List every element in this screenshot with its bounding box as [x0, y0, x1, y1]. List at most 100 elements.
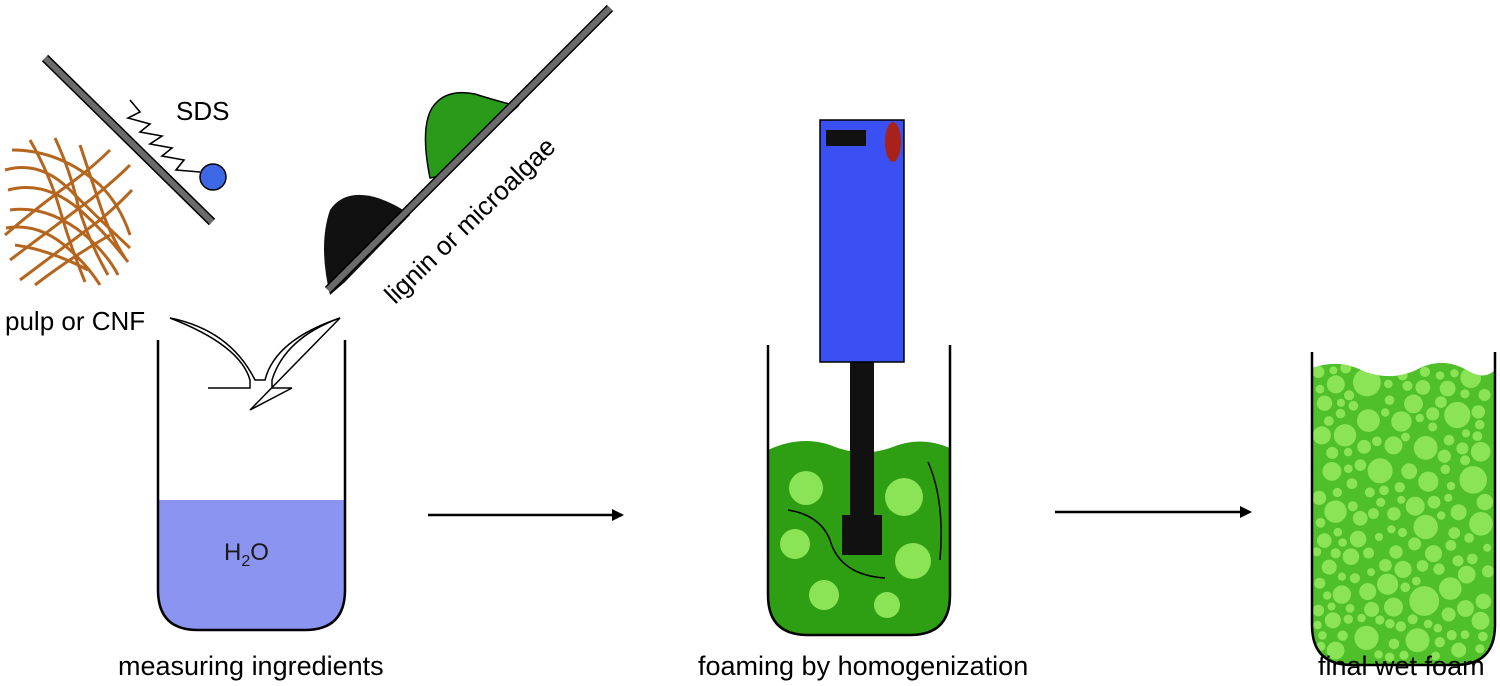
- foam-bubble: [1374, 532, 1384, 542]
- foam-bubble: [1478, 389, 1491, 401]
- foam-bubble: [1326, 641, 1345, 660]
- foam-bubble: [1388, 638, 1400, 650]
- foam-bubble: [1423, 619, 1433, 629]
- foam-bubble: [1337, 572, 1346, 581]
- foam-bubble: [1359, 583, 1377, 601]
- foam-bubble: [1480, 363, 1490, 373]
- foam-bubble: [1446, 481, 1456, 491]
- foam-bubble: [1436, 511, 1446, 520]
- foam-bubble: [1347, 501, 1358, 512]
- foam-bubble: [1322, 462, 1342, 481]
- water-liquid: [158, 500, 345, 630]
- foam-bubble: [1315, 384, 1325, 394]
- foam-bubble: [1312, 490, 1327, 505]
- lignin-algae-plate: [324, 4, 614, 295]
- foam-bubble: [1336, 398, 1345, 407]
- foam-bubble: [1324, 612, 1341, 629]
- foam-bubble: [1384, 379, 1393, 389]
- sds-molecule-icon: [125, 99, 227, 191]
- foam-bubble: [1353, 368, 1381, 397]
- foam-bubble: [1333, 527, 1343, 537]
- foam-bubble: [1346, 478, 1358, 489]
- homogenizer-display: [826, 130, 866, 146]
- foam-bubble: [1401, 463, 1418, 480]
- foam-bubble: [1444, 401, 1471, 429]
- microalgae-blob-icon: [424, 91, 520, 179]
- foam-bubble: [1441, 607, 1456, 622]
- foam-bubble: [1345, 603, 1355, 613]
- foam-bubble: [1400, 582, 1411, 593]
- foam-bubble: [1315, 517, 1326, 528]
- foam-bubble: [1435, 371, 1445, 380]
- foam-bubble: [1467, 553, 1478, 565]
- foam-bubble: [1391, 411, 1412, 432]
- foam-bubble: [1337, 630, 1348, 641]
- foam-bubble: [1437, 449, 1451, 463]
- foam-bubble: [1387, 507, 1401, 521]
- foam-bubble: [1357, 439, 1371, 454]
- foam-bubble: [1413, 436, 1438, 460]
- foam-bubble: [1326, 446, 1339, 459]
- foam-bubble: [1461, 429, 1471, 438]
- foam-bubble: [1397, 527, 1408, 538]
- foam-bubble: [1312, 547, 1322, 557]
- foam-bubble: [1367, 458, 1393, 484]
- foam-bubble: [1446, 630, 1457, 641]
- foam-bubble: [1338, 538, 1347, 547]
- foam-bubble: [1335, 408, 1346, 419]
- foam-bubble: [1482, 565, 1495, 578]
- foam-bubble: [1379, 485, 1389, 496]
- pulp-label: pulp or CNF: [5, 306, 145, 336]
- homogenizer-shaft: [850, 360, 874, 530]
- foam-bubble: [1344, 464, 1353, 474]
- foam-bubble: [1483, 543, 1492, 552]
- foam-bubble: [1457, 600, 1474, 617]
- foam-bubble: [1411, 576, 1421, 586]
- foam-bubble: [1340, 362, 1352, 374]
- foam-bubble: [1354, 625, 1379, 651]
- foam-bubble: [1478, 631, 1488, 642]
- foam-bubble: [1368, 508, 1379, 519]
- foam-bubble: [1312, 604, 1325, 617]
- foam-bubble: [1476, 493, 1494, 511]
- foam-bubble: [1433, 563, 1445, 575]
- foam-bubble: [1352, 510, 1368, 526]
- foam-bubble: [1389, 545, 1403, 559]
- foam-bubble: [1317, 533, 1332, 548]
- foam-bubble: [1448, 527, 1461, 539]
- foam-bubble: [1344, 390, 1355, 401]
- foam-bubble: [1425, 545, 1442, 563]
- foam-bubble: [1472, 431, 1483, 441]
- foam-bubble: [1474, 419, 1485, 430]
- foam-bubble: [1433, 623, 1443, 633]
- foam-bubble: [1397, 370, 1408, 381]
- foam-bubble: [1419, 366, 1430, 377]
- beaker-1: [156, 340, 347, 632]
- foam-bubble: [1327, 602, 1336, 611]
- water-label: H2O: [224, 539, 269, 570]
- foam-bubble: [1404, 394, 1423, 414]
- sds-plate: [41, 54, 216, 226]
- foam-bubble: [1324, 500, 1347, 523]
- foam-bubble: [1333, 424, 1357, 447]
- foam-bubble: [1385, 652, 1395, 662]
- foam-bubble: [1332, 585, 1352, 604]
- foam-bubble: [1321, 559, 1337, 575]
- foam-bubble: [1354, 459, 1367, 471]
- foam-bubble: [1470, 442, 1491, 462]
- foam-bubble: [1475, 644, 1485, 654]
- fibers-icon: [4, 137, 134, 287]
- foam-bubble: [1407, 614, 1418, 625]
- foam-bubble: [1330, 548, 1341, 559]
- foam-bubble: [1435, 396, 1447, 408]
- foam-bubble: [1440, 464, 1451, 475]
- foam-bubble: [1379, 559, 1392, 572]
- foam-bubble: [1377, 573, 1399, 595]
- foam-bubble: [1394, 560, 1412, 579]
- foam-bubble: [1343, 614, 1354, 624]
- foam-bubble: [1364, 487, 1375, 498]
- foam-bubble: [1426, 407, 1440, 421]
- foam-bubble: [1343, 447, 1353, 457]
- beaker-3: [1310, 352, 1497, 667]
